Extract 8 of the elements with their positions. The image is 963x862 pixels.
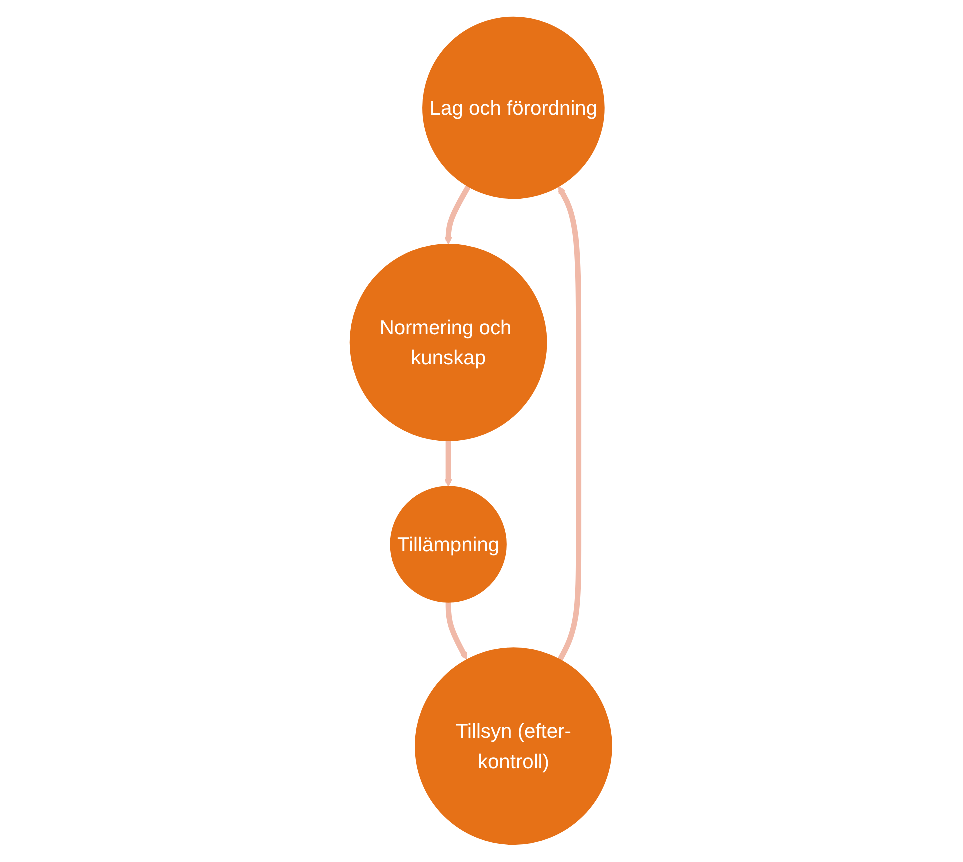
arrow [444,185,472,245]
node-circle: Lag och förordning [422,16,606,200]
node-circle: Tillämpning [390,486,508,603]
arrow [444,440,453,488]
arrow [446,602,468,660]
arrow [558,186,582,662]
node-circle: Normering och kunskap [350,244,548,442]
node-circle: Tillsyn (efter-kontroll) [415,648,613,846]
